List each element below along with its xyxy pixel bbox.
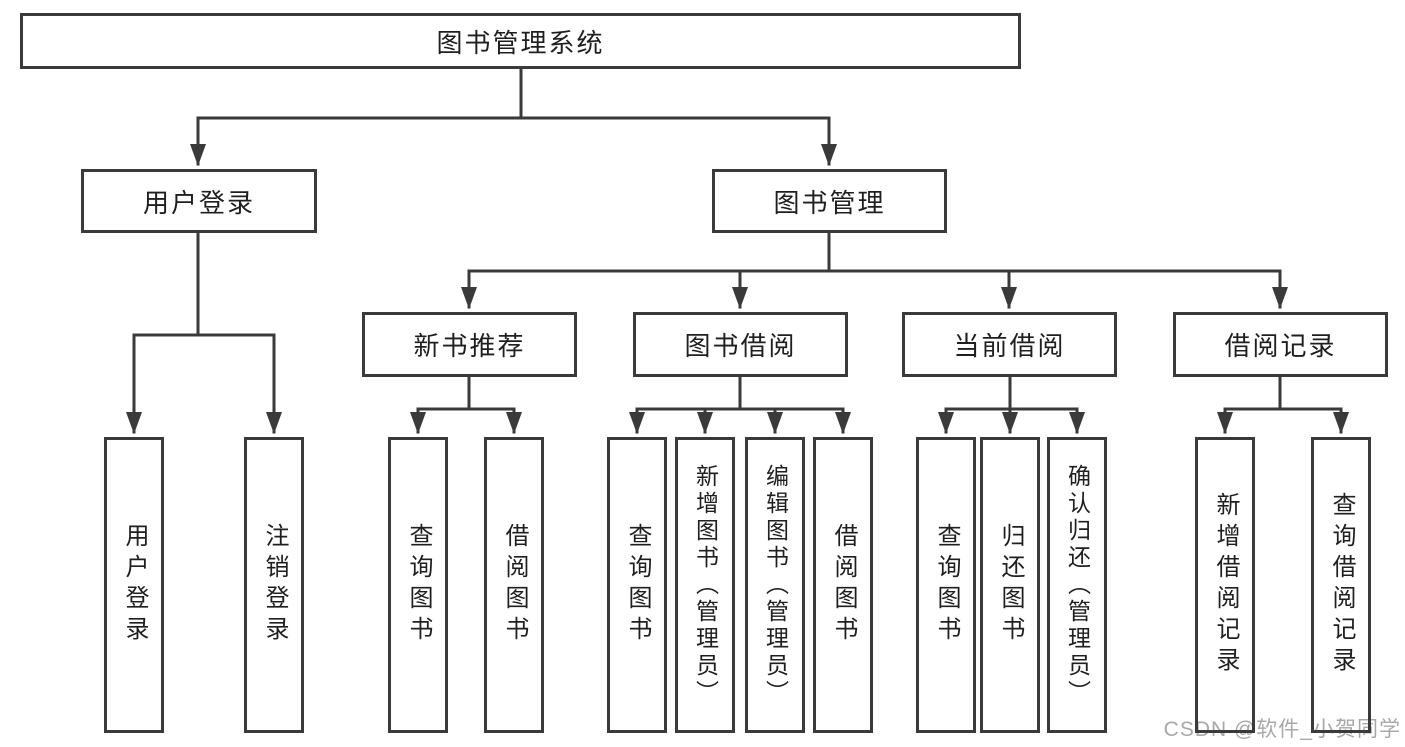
- node-label: 归还图书: [997, 523, 1024, 647]
- node-current-borrowing: 当前借阅: [902, 312, 1117, 377]
- node-user-login: 用户登录: [81, 169, 317, 233]
- node-book-management: 图书管理: [712, 169, 947, 233]
- node-new-book-recommendation: 新书推荐: [362, 312, 577, 377]
- leaf-borrow-books: 借阅图书: [813, 437, 873, 733]
- node-label: 注销登录: [261, 523, 288, 647]
- node-label: 借阅图书: [501, 523, 528, 647]
- node-label: 编辑图书（管理员）: [762, 463, 789, 707]
- leaf-logout: 注销登录: [244, 437, 304, 733]
- node-label: 借阅记录: [1224, 331, 1337, 361]
- node-label: 查询借阅记录: [1328, 492, 1355, 678]
- leaf-user-login: 用户登录: [104, 437, 164, 733]
- leaf-query-borrow-record: 查询借阅记录: [1311, 437, 1371, 733]
- leaf-return-books: 归还图书: [980, 437, 1040, 733]
- node-label: 查询图书: [933, 523, 960, 647]
- node-label: 查询图书: [624, 523, 651, 647]
- node-label: 当前借阅: [953, 331, 1066, 361]
- node-label: 借阅图书: [830, 523, 857, 647]
- watermark: CSDN @软件_小贺同学: [1163, 718, 1401, 741]
- leaf-query-books-borrowing: 查询图书: [607, 437, 667, 733]
- leaf-add-borrow-record: 新增借阅记录: [1195, 437, 1255, 733]
- node-label: 查询图书: [405, 523, 432, 647]
- node-label: 新增图书（管理员）: [692, 463, 719, 707]
- leaf-query-books-recommend: 查询图书: [388, 437, 448, 733]
- node-label: 用户登录: [142, 187, 255, 218]
- node-book-borrowing: 图书借阅: [633, 312, 848, 377]
- node-label: 图书借阅: [684, 331, 797, 361]
- leaf-query-books-current: 查询图书: [916, 437, 976, 733]
- node-label: 新增借阅记录: [1212, 492, 1239, 678]
- leaf-confirm-return-admin: 确认归还（管理员）: [1047, 437, 1107, 733]
- node-label: 确认归还（管理员）: [1064, 463, 1091, 707]
- node-label: 图书管理: [773, 187, 886, 218]
- node-borrowing-records: 借阅记录: [1173, 312, 1388, 377]
- leaf-add-books-admin: 新增图书（管理员）: [675, 437, 735, 733]
- leaf-edit-books-admin: 编辑图书（管理员）: [745, 437, 805, 733]
- node-label: 用户登录: [121, 523, 148, 647]
- node-library-management-system: 图书管理系统: [20, 13, 1021, 69]
- leaf-borrow-books-recommend: 借阅图书: [484, 437, 544, 733]
- node-label: 图书管理系统: [436, 27, 605, 58]
- node-label: 新书推荐: [413, 331, 526, 361]
